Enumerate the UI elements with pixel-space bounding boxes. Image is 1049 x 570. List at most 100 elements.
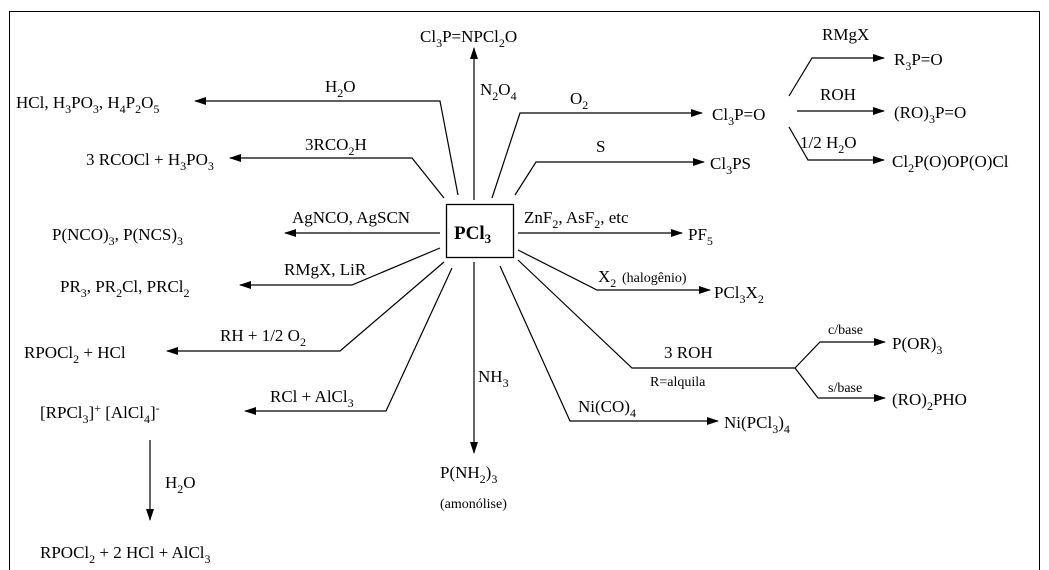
formula-part: 4 bbox=[511, 89, 517, 103]
formula-part: O bbox=[505, 27, 517, 46]
formula-part: [AlCl bbox=[101, 403, 144, 422]
product-nipcl3-4: Ni(PCl3)4 bbox=[724, 413, 790, 436]
reagent-nico4: Ni(CO)4 bbox=[578, 397, 636, 420]
formula-part: 3 ROH bbox=[664, 343, 713, 362]
formula-part: PR bbox=[60, 277, 81, 296]
formula-part: 3 bbox=[177, 234, 183, 248]
formula-part: 2 bbox=[838, 142, 844, 156]
formula-part: PS bbox=[732, 154, 751, 173]
formula-part: 4 bbox=[784, 422, 790, 436]
formula-part: (RO) bbox=[892, 390, 927, 409]
formula-part: ROH bbox=[820, 85, 856, 104]
product-r3po: R3P=O bbox=[894, 50, 943, 73]
product-pnh2-3: P(NH2)3 bbox=[440, 463, 497, 486]
arrow-c-base bbox=[794, 338, 886, 369]
product-pcl3x2: PCl3X2 bbox=[714, 283, 764, 306]
formula-part: H bbox=[325, 77, 337, 96]
formula-part: 2 bbox=[499, 36, 505, 50]
formula-part: 3 bbox=[109, 234, 115, 248]
formula-part: 3 bbox=[205, 552, 211, 566]
formula-part: Cl bbox=[712, 105, 728, 124]
formula-part: 2 bbox=[300, 335, 306, 349]
formula-part: 2 bbox=[337, 86, 343, 100]
formula-part: 3 bbox=[83, 412, 89, 426]
formula-part: P(NCO) bbox=[52, 225, 109, 244]
formula-part: PF bbox=[688, 225, 707, 244]
formula-part: 3 bbox=[936, 343, 942, 357]
reagent-agnco: AgNCO, AgSCN bbox=[292, 208, 410, 227]
reagent-h2o: H2O bbox=[325, 77, 356, 100]
arrow-rh-o2 bbox=[166, 261, 445, 355]
reagent-h2o-bottom: H2O bbox=[165, 473, 196, 496]
formula-part: 3 bbox=[93, 102, 99, 116]
formula-part: RMgX bbox=[822, 25, 869, 44]
formula-part: O bbox=[141, 93, 153, 112]
formula-part: PO bbox=[71, 93, 93, 112]
formula-part: 3 bbox=[740, 292, 746, 306]
formula-part: R bbox=[894, 50, 906, 69]
formula-part: 2 bbox=[73, 352, 79, 366]
arrows bbox=[146, 47, 886, 521]
formula-part: 2 bbox=[184, 286, 190, 300]
formula-part: + 2 HCl + AlCl bbox=[95, 543, 205, 562]
formula-part: 4 bbox=[120, 102, 126, 116]
formula-part: O bbox=[844, 133, 856, 152]
formula-part: ) bbox=[778, 413, 784, 432]
reagent-three-roh: 3 ROH bbox=[664, 343, 713, 362]
formula-part: (halogênio) bbox=[622, 271, 687, 286]
formula-part: Cl bbox=[420, 27, 436, 46]
formula-part: Cl bbox=[892, 152, 908, 171]
arrow-s-base bbox=[794, 367, 886, 402]
formula-part: ZnF bbox=[524, 208, 552, 227]
reagent-s-base: s/base bbox=[828, 381, 862, 396]
arrow-h2o bbox=[194, 97, 459, 196]
formula-part: 3 bbox=[180, 159, 186, 173]
formula-part: O bbox=[343, 77, 355, 96]
arrow-rco2h bbox=[229, 154, 445, 199]
arrow-half-h2o bbox=[788, 126, 885, 164]
arrow-rmgx-lir bbox=[239, 247, 441, 289]
formula-part: 3 bbox=[929, 112, 935, 126]
product-rpcl3-alcl4: [RPCl3]+ [AlCl4]- bbox=[40, 401, 160, 426]
formula-part: , P(NCS) bbox=[115, 225, 177, 244]
formula-part: 2 bbox=[480, 472, 486, 486]
outer-frame bbox=[9, 11, 1040, 570]
reagent-znf2: ZnF2, AsF2, etc bbox=[524, 208, 629, 231]
center-box bbox=[445, 203, 515, 259]
formula-part: H bbox=[165, 473, 177, 492]
reagent-rh-o2: RH + 1/2 O2 bbox=[220, 326, 306, 349]
formula-part: NH bbox=[478, 367, 503, 386]
formula-part: 2 bbox=[594, 217, 600, 231]
formula-part: + HCl bbox=[79, 343, 126, 362]
product-pnco: P(NCO)3, P(NCS)3 bbox=[52, 225, 183, 248]
arrow-rcl-alcl3 bbox=[244, 267, 453, 415]
formula-part: s/base bbox=[828, 381, 862, 396]
reagent-o2: O2 bbox=[570, 89, 588, 112]
formula-part: 3 bbox=[65, 102, 71, 116]
arrow-nico4 bbox=[499, 265, 719, 425]
product-final: RPOCl2 + 2 HCl + AlCl3 bbox=[40, 543, 211, 566]
product-hcl-h3po3: HCl, H3PO3, H4P2O5 bbox=[16, 93, 159, 116]
formula-part: 3 RCOCl + H bbox=[86, 150, 180, 169]
formula-part: 3 bbox=[348, 396, 354, 410]
reagent-n2o4: N2O4 bbox=[480, 80, 517, 103]
product-cl3ps: Cl3PS bbox=[710, 154, 751, 177]
formula-part: , etc bbox=[600, 208, 629, 227]
formula-part: 5 bbox=[153, 102, 159, 116]
formula-part: PCl bbox=[714, 283, 740, 302]
formula-part: c/base bbox=[828, 323, 863, 338]
formula-part: P(OR) bbox=[892, 334, 936, 353]
formula-part: , AsF bbox=[558, 208, 594, 227]
product-rpocl2-hcl: RPOCl2 + HCl bbox=[24, 343, 126, 366]
reagent-x2: X2 bbox=[598, 267, 616, 290]
formula-part: 3 bbox=[436, 36, 442, 50]
formula-part: 2 bbox=[927, 399, 933, 413]
formula-part: Cl, PRCl bbox=[122, 277, 184, 296]
formula-part: 3 bbox=[728, 114, 734, 128]
formula-part: 2 bbox=[610, 276, 616, 290]
formula-part: 5 bbox=[707, 234, 713, 248]
arrow-s bbox=[514, 158, 705, 196]
arrow-three-roh bbox=[517, 259, 795, 369]
reagent-rcl-alcl3: RCl + AlCl3 bbox=[270, 387, 354, 410]
formula-part: ] bbox=[150, 403, 156, 422]
